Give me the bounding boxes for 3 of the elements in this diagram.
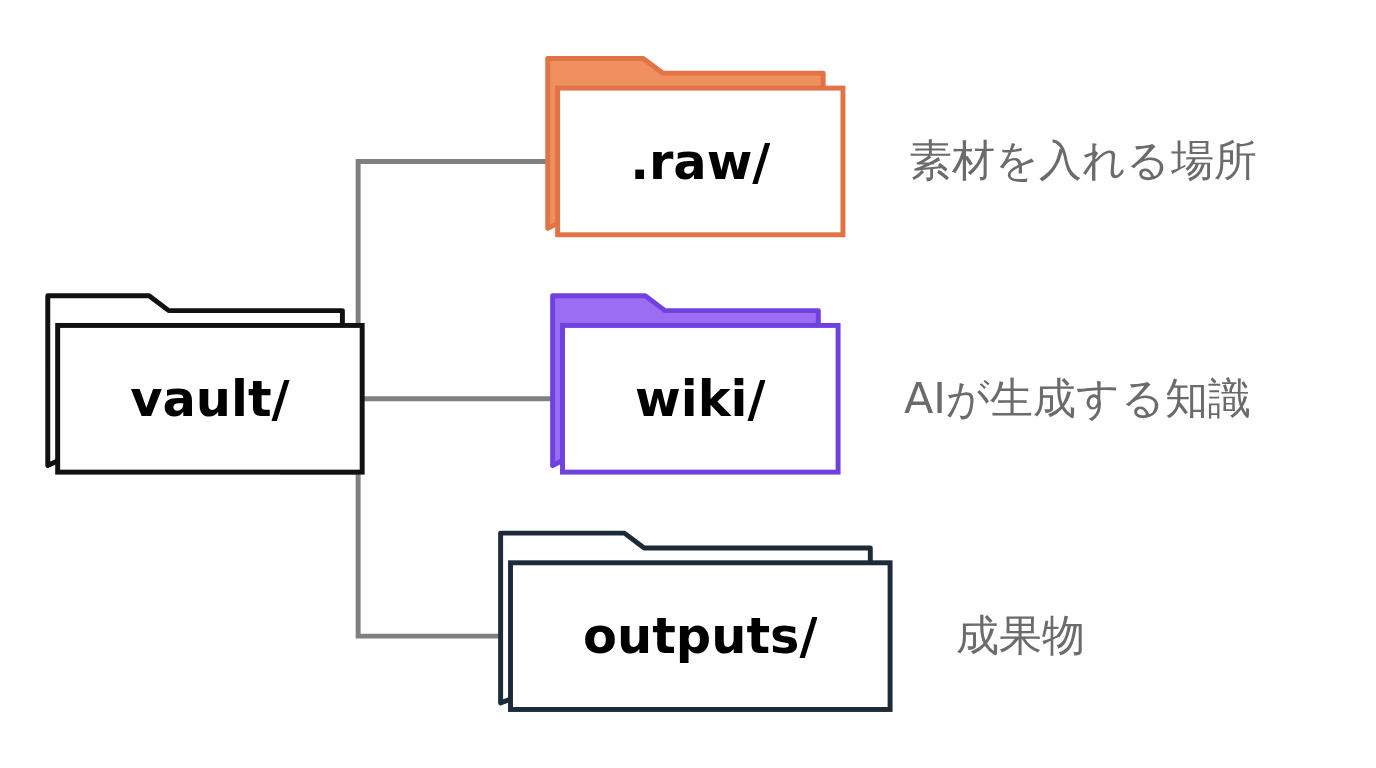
node-label: AIが生成する知識: [903, 373, 1251, 423]
node-label: 素材を入れる場所: [908, 135, 1257, 186]
node-label: 成果物: [955, 610, 1085, 661]
